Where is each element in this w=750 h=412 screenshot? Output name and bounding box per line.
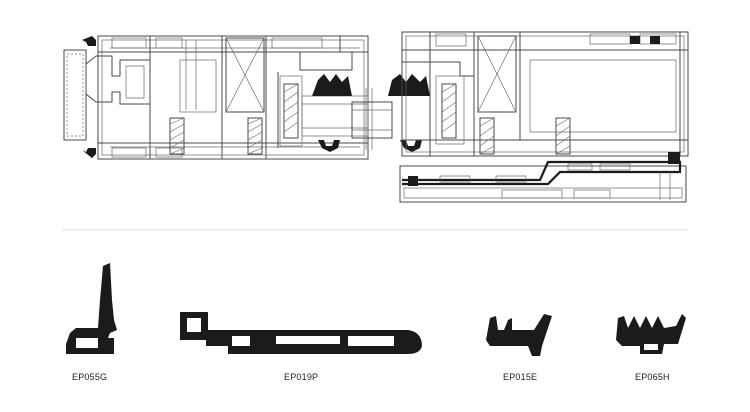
profile-ep065h-shape xyxy=(616,314,686,354)
sill-track xyxy=(399,152,687,203)
profile-label-ep019p: EP019P xyxy=(284,372,319,382)
left-frame-section xyxy=(97,35,369,160)
handle-jamb xyxy=(63,36,151,158)
right-frame-section xyxy=(401,31,689,157)
center-seals xyxy=(312,74,430,152)
profile-label-ep015e: EP015E xyxy=(503,372,538,382)
profile-label-ep065h: EP065H xyxy=(635,372,670,382)
profile-ep015e-shape xyxy=(486,314,552,356)
profile-label-ep055g: EP055G xyxy=(72,372,108,382)
profile-ep019p-shape xyxy=(180,312,422,354)
profile-ep055g-shape xyxy=(66,263,117,354)
